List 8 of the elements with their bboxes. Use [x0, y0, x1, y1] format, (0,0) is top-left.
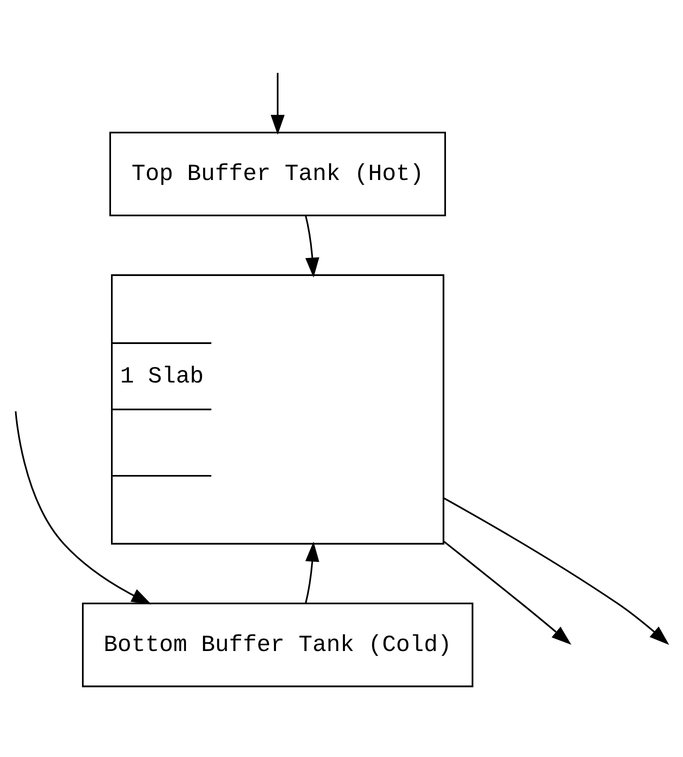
- node-box: Top Buffer Tank (Hot): [109, 131, 446, 216]
- node-box: Bottom Buffer Tank (Cold): [82, 602, 474, 687]
- arrow: [304, 214, 320, 278]
- arrow: [14, 410, 152, 604]
- arrow: [443, 496, 670, 644]
- arrow: [304, 541, 320, 603]
- arrow: [443, 540, 572, 644]
- arrow: [270, 72, 285, 134]
